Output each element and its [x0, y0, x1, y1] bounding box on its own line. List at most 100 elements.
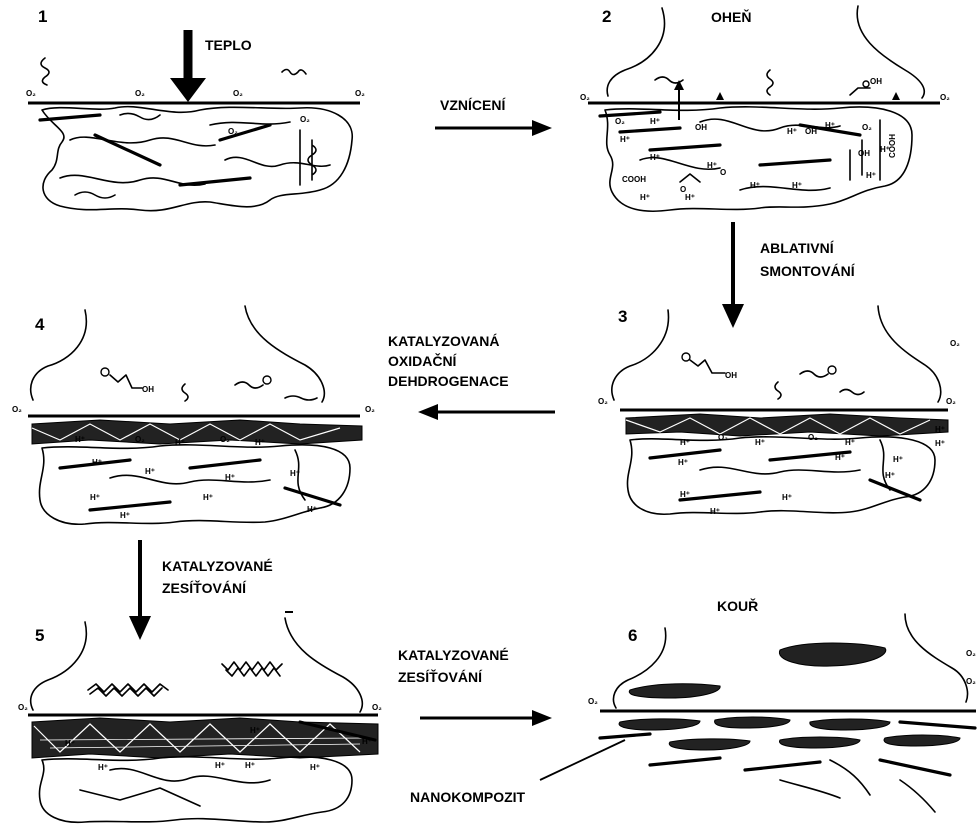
nanocomposite-platelet	[715, 717, 790, 728]
h-ion-label: H⁺	[787, 127, 797, 136]
polymer-chain	[680, 174, 700, 182]
h-ion-label: H⁺	[680, 490, 690, 499]
arrow-2-to-3: ABLATIVNÍ SMONTOVÁNÍ	[722, 222, 856, 328]
polymer-chain	[760, 160, 830, 165]
oxygen-atom	[263, 376, 271, 384]
h-ion-label: H⁺	[710, 507, 720, 516]
nanocomposite-pointer	[540, 740, 625, 780]
o2-label: O₂	[598, 397, 608, 406]
nanocomposite-platelet	[669, 739, 750, 750]
polymer-chain	[40, 115, 100, 120]
o2-label: O₂	[355, 89, 365, 98]
arrow-4-to-5-label-1: KATALYZOVANÉ	[162, 558, 273, 574]
o2-label: O₂	[966, 677, 976, 686]
polymer-body	[39, 757, 352, 822]
polymer-chain	[620, 128, 680, 132]
arrow-5-to-6-label-2: ZESÍŤOVÁNÍ	[398, 668, 483, 685]
arrow-3-to-4-label-2: OXIDAČNÍ	[388, 352, 458, 369]
arrow-5-to-6-label-1: KATALYZOVANÉ	[398, 647, 509, 663]
smoke-particle	[779, 643, 885, 666]
oh-label: OH	[870, 77, 882, 86]
polymer-chain	[870, 480, 920, 500]
polymer-chain	[225, 157, 330, 166]
o2-label: O₂	[365, 405, 375, 414]
arrow-3-to-4-label-3: DEHDROGENACE	[388, 373, 509, 389]
squiggle	[285, 396, 317, 400]
gas-escape-arrow-head	[892, 92, 900, 100]
h-ion-label: H⁺	[245, 761, 255, 770]
arrow-head	[532, 120, 552, 136]
panel-1-label: TEPLO	[205, 37, 252, 53]
panel-2: 2 OHEŇ O₂ O₂ OH O₂ H⁺ OH H⁺ H⁺ H⁺ O	[580, 6, 950, 211]
h-ion-label: H⁺	[935, 439, 945, 448]
o2-label: O₂	[950, 339, 960, 348]
polymer-chain	[900, 780, 935, 812]
polymer-chain	[75, 192, 115, 198]
polymer-chain	[650, 758, 720, 765]
polymer-chain	[600, 112, 660, 116]
o2-label: O₂	[946, 397, 956, 406]
o2-label: O₂	[718, 433, 728, 442]
arrow-head	[532, 710, 552, 726]
heat-arrow-head	[170, 78, 206, 102]
smoke-particle	[629, 684, 720, 698]
o2-label: O₂	[580, 93, 590, 102]
h-ion-label: H⁺	[866, 171, 876, 180]
polymer-chain	[80, 788, 200, 806]
h-ion-label: H⁺	[885, 471, 895, 480]
oxygen-atom	[863, 81, 869, 87]
panel-4-number: 4	[35, 315, 45, 334]
fragment	[690, 360, 725, 373]
o2-label: O₂	[135, 435, 145, 444]
o2-label: O₂	[615, 117, 625, 126]
o2-label: O₂	[588, 697, 598, 706]
h-ion-label: H⁺	[90, 493, 100, 502]
o2-label: O₂	[135, 89, 145, 98]
polymer-chain	[780, 780, 840, 798]
oh-label: OH	[695, 123, 707, 132]
h-ion-label: H⁺	[362, 737, 372, 746]
h-ion-label: H⁺	[678, 458, 688, 467]
arrow-3-to-4-label-1: KATALYZOVANÁ	[388, 333, 499, 349]
h-ion-label: H⁺	[750, 181, 760, 190]
polymer-chain	[700, 467, 860, 474]
flame-outline-right	[857, 6, 924, 98]
o2-label: O₂	[300, 115, 310, 124]
h-ion-label: H⁺	[290, 469, 300, 478]
h-ion-label: H⁺	[75, 435, 85, 444]
h-ion-label: H⁺	[640, 193, 650, 202]
fragment	[110, 375, 142, 388]
o2-label: O₂	[862, 123, 872, 132]
panel-5-number: 5	[35, 626, 44, 645]
polymer-chain	[210, 122, 290, 125]
o2-label: O₂	[808, 433, 818, 442]
h-ion-label: H⁺	[685, 193, 695, 202]
squiggle	[235, 382, 263, 388]
squiggle	[41, 58, 49, 85]
polymer-chain	[110, 475, 270, 483]
o2-label: O₂	[220, 435, 230, 444]
panel-2-label: OHEŇ	[711, 8, 751, 25]
polymer-chain	[650, 145, 720, 150]
h-ion-label: H⁺	[680, 438, 690, 447]
arrow-3-to-4: KATALYZOVANÁ OXIDAČNÍ DEHDROGENACE	[388, 333, 555, 420]
polymer-chain	[110, 769, 270, 783]
polymer-chain	[285, 488, 340, 505]
panel-1: 1 TEPLO O₂ O₂ O₂ O₂ O₂ O₂	[26, 7, 365, 211]
flame-outline-right	[285, 618, 362, 712]
polymer-chain	[880, 760, 950, 775]
o2-label: O₂	[12, 405, 22, 414]
panel-6-label: KOUŘ	[717, 597, 758, 614]
squiggle	[800, 371, 828, 377]
nanocomposite-platelet	[884, 735, 960, 746]
flame-outline-right	[905, 614, 967, 702]
panel-4: 4 OH O₂ O₂ H⁺ O₂ H⁺ O₂ H⁺ H⁺ H⁺ H⁺ H⁺ H⁺…	[12, 306, 375, 524]
h-ion-label: H⁺	[145, 467, 155, 476]
h-ion-label: H⁺	[782, 493, 792, 502]
arrow-4-to-5: KATALYZOVANÉ ZESÍŤOVÁNÍ	[129, 540, 293, 640]
o2-label: O₂	[940, 93, 950, 102]
cooh-label: COOH	[622, 175, 646, 184]
flame-outline-left	[607, 8, 664, 96]
h-ion-label: H⁺	[175, 438, 185, 447]
